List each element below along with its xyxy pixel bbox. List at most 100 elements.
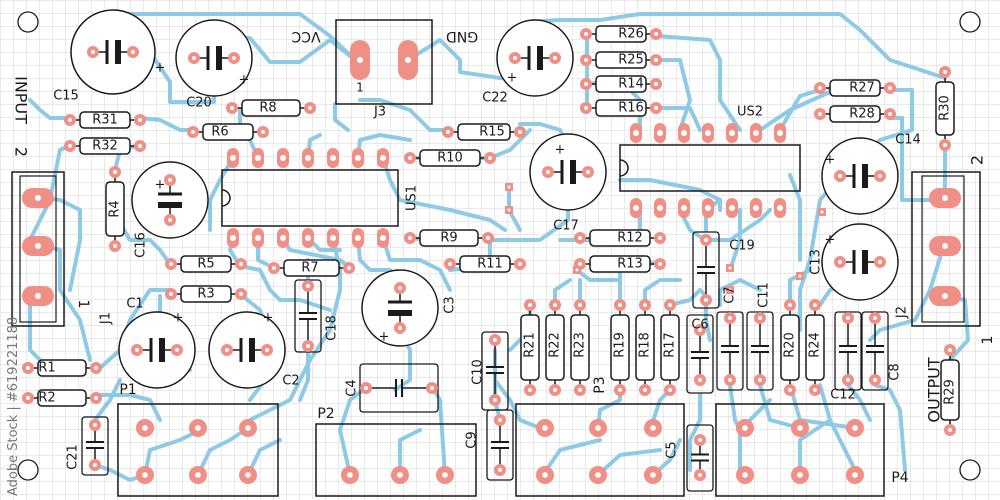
drill-hole bbox=[245, 425, 251, 431]
mounting-holes bbox=[17, 11, 981, 481]
silkscreen-label: R11 bbox=[477, 257, 503, 272]
silkscreen-label: R15 bbox=[479, 125, 505, 140]
drill-hole bbox=[654, 82, 658, 86]
drill-hole bbox=[888, 112, 892, 116]
output-connector-pads bbox=[929, 188, 961, 306]
drill-hole bbox=[658, 236, 662, 240]
drill-hole bbox=[942, 195, 948, 201]
silkscreen-label: R10 bbox=[437, 151, 463, 166]
drill-hole bbox=[142, 472, 148, 478]
drill-hole bbox=[380, 235, 386, 241]
drill-hole bbox=[657, 205, 663, 211]
drill-hole bbox=[728, 316, 732, 320]
ic-us2-pins bbox=[630, 123, 786, 218]
drill-hole bbox=[888, 86, 892, 90]
drill-hole bbox=[852, 425, 858, 431]
drill-hole bbox=[584, 32, 588, 36]
resistor-r11 bbox=[444, 255, 526, 273]
output-connector-ref: J2 bbox=[895, 306, 910, 319]
electrolytic-capacitor-c20 bbox=[175, 19, 253, 97]
output-pin-1-label: 1 bbox=[980, 336, 996, 345]
drill-hole bbox=[35, 195, 41, 201]
drill-hole bbox=[398, 286, 402, 290]
silkscreen-label: C9 bbox=[465, 431, 480, 448]
drill-hole bbox=[542, 425, 548, 431]
silkscreen-label: C16 bbox=[134, 232, 149, 258]
drill-hole bbox=[195, 472, 201, 478]
potentiometer-p3-pads bbox=[536, 419, 662, 484]
polarity-plus-mark: + bbox=[155, 61, 166, 76]
drill-hole bbox=[777, 205, 783, 211]
power-pin-1-label: 1 bbox=[356, 81, 364, 95]
ceramic-capacitor-c12 bbox=[834, 311, 862, 391]
input-connector-ref: J1 bbox=[99, 312, 114, 325]
drill-hole bbox=[838, 174, 842, 178]
ceramic-capacitor-c10 bbox=[481, 331, 509, 411]
silkscreen-label: C7 bbox=[723, 286, 738, 303]
drill-hole bbox=[546, 170, 550, 174]
drill-hole bbox=[618, 388, 622, 392]
drill-hole bbox=[948, 348, 952, 352]
electrolytic-capacitor-c2 bbox=[208, 311, 286, 389]
drill-hole bbox=[873, 316, 877, 320]
polarity-plus-mark: + bbox=[555, 143, 566, 158]
output-label: OUTPUT bbox=[925, 357, 944, 422]
drill-hole bbox=[818, 112, 822, 116]
drill-hole bbox=[729, 130, 735, 136]
silkscreen-label: R12 bbox=[617, 231, 643, 246]
drill-hole bbox=[788, 388, 792, 392]
resistor-r10 bbox=[404, 149, 496, 167]
silkscreen-label: R20 bbox=[783, 332, 798, 358]
drill-hole bbox=[245, 472, 251, 478]
polarity-plus-mark: + bbox=[173, 311, 184, 326]
drill-hole bbox=[280, 155, 286, 161]
resistor-r22 bbox=[545, 299, 565, 396]
ceramic-capacitor-c11 bbox=[746, 311, 774, 391]
resistor-r21 bbox=[520, 299, 540, 396]
silkscreen-label: R29 bbox=[943, 379, 958, 405]
drill-hole bbox=[878, 260, 882, 264]
drill-hole bbox=[698, 473, 702, 477]
drill-hole bbox=[138, 118, 142, 122]
drill-hole bbox=[852, 472, 858, 478]
drill-hole bbox=[498, 418, 502, 422]
drill-hole bbox=[91, 50, 95, 54]
drill-hole bbox=[942, 243, 948, 249]
ceramic-capacitor-c9 bbox=[486, 409, 514, 481]
resistor-r15 bbox=[442, 123, 526, 141]
electrolytic-capacitor-c1 bbox=[118, 311, 196, 389]
drill-hole bbox=[813, 388, 817, 392]
drill-hole bbox=[442, 472, 448, 478]
vcc-label: VCC bbox=[291, 28, 320, 44]
drill-hole bbox=[584, 82, 588, 86]
silkscreen-label: R32 bbox=[92, 139, 118, 154]
silkscreen-label: R2 bbox=[38, 391, 55, 406]
resistor-r3 bbox=[165, 285, 247, 303]
drill-hole bbox=[330, 235, 336, 241]
drill-hole bbox=[195, 425, 201, 431]
drill-hole bbox=[777, 130, 783, 136]
drill-hole bbox=[943, 143, 947, 147]
drill-hole bbox=[255, 155, 261, 161]
drill-hole bbox=[650, 472, 656, 478]
resistor-r28 bbox=[814, 105, 896, 123]
resistor-r9 bbox=[404, 229, 494, 247]
resistor-r31 bbox=[64, 111, 146, 129]
drill-hole bbox=[846, 316, 850, 320]
resistor-r29 bbox=[940, 344, 960, 436]
drill-hole bbox=[578, 303, 582, 307]
silkscreen-label: R31 bbox=[92, 113, 118, 128]
drill-hole bbox=[68, 118, 72, 122]
ceramic-capacitor-c19 bbox=[692, 231, 720, 309]
ic-us1-pins bbox=[227, 148, 389, 248]
silkscreen-label: C6 bbox=[691, 318, 708, 333]
drill-hole bbox=[518, 262, 522, 266]
drill-hole bbox=[446, 130, 450, 134]
drill-hole bbox=[643, 303, 647, 307]
silkscreen-label: C8 bbox=[888, 363, 903, 380]
ic-us1-notch bbox=[221, 189, 231, 207]
drill-hole bbox=[542, 472, 548, 478]
drill-hole bbox=[135, 348, 139, 352]
electrolytic-capacitor-c22 bbox=[496, 19, 574, 97]
ceramic-capacitor-c5 bbox=[686, 424, 714, 492]
